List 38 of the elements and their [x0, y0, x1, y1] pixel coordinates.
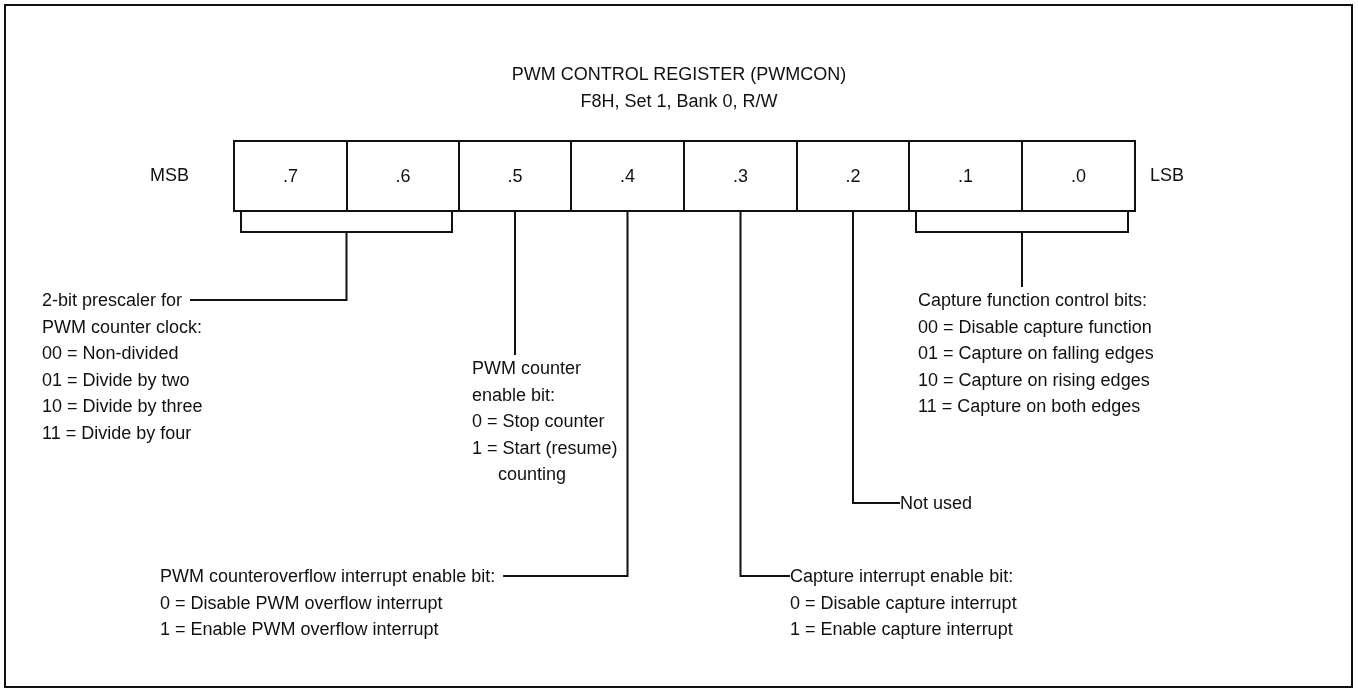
bit-cell: .7 [233, 140, 348, 212]
bit-value-description: 1 = Start (resume) counting [472, 436, 619, 486]
leader-line [739, 211, 791, 577]
bit-value-description: 10 = Capture on rising edges [918, 368, 1151, 392]
lsb-label: LSB [1150, 165, 1185, 186]
bit-cell: .2 [796, 140, 910, 212]
bit-description-heading: 2-bit prescaler for PWM counter clock: [42, 289, 204, 339]
leader-line [502, 211, 629, 577]
leader-line [852, 211, 901, 504]
bit-value-description: 01 = Divide by two [42, 368, 191, 392]
bit-value-description: 1 = Enable PWM overflow interrupt [160, 618, 440, 641]
leader-line [514, 211, 516, 356]
msb-label: MSB [150, 165, 189, 186]
bit-value-description: 10 = Divide by three [42, 395, 204, 418]
bit-description-heading: Capture function control bits: [918, 289, 1149, 312]
register-title: PWM CONTROL REGISTER (PWMCON) [510, 64, 848, 85]
bit-value-description: 0 = Disable PWM overflow interrupt [160, 591, 444, 615]
bit-value-description: 0 = Disable capture interrupt [790, 591, 1018, 615]
bit-value-description: 00 = Non-divided [42, 342, 180, 365]
bit-cell: .0 [1021, 140, 1136, 212]
bit-cell: .1 [908, 140, 1023, 212]
leader-line [915, 211, 1129, 288]
bit-description-heading: Not used [900, 492, 974, 515]
register-address: F8H, Set 1, Bank 0, R/W [579, 91, 779, 112]
bit-value-description: 0 = Stop counter [472, 410, 606, 433]
bit-value-description: 1 = Enable capture interrupt [790, 618, 1014, 641]
bit-cell: .4 [570, 140, 685, 212]
bit-description-heading: PWM counter enable bit: [472, 357, 583, 407]
bit-value-description: 01 = Capture on falling edges [918, 342, 1155, 365]
bit-description-heading: PWM counteroverflow interrupt enable bit: [160, 565, 497, 588]
bit-value-description: 00 = Disable capture function [918, 315, 1153, 339]
bit-cell: .3 [683, 140, 798, 212]
bit-cell: .5 [458, 140, 572, 212]
bit-value-description: 11 = Divide by four [42, 421, 193, 445]
bit-description-heading: Capture interrupt enable bit: [790, 565, 1015, 588]
bit-value-description: 11 = Capture on both edges [918, 395, 1142, 418]
bit-cell: .6 [346, 140, 460, 212]
leader-line [189, 211, 453, 301]
